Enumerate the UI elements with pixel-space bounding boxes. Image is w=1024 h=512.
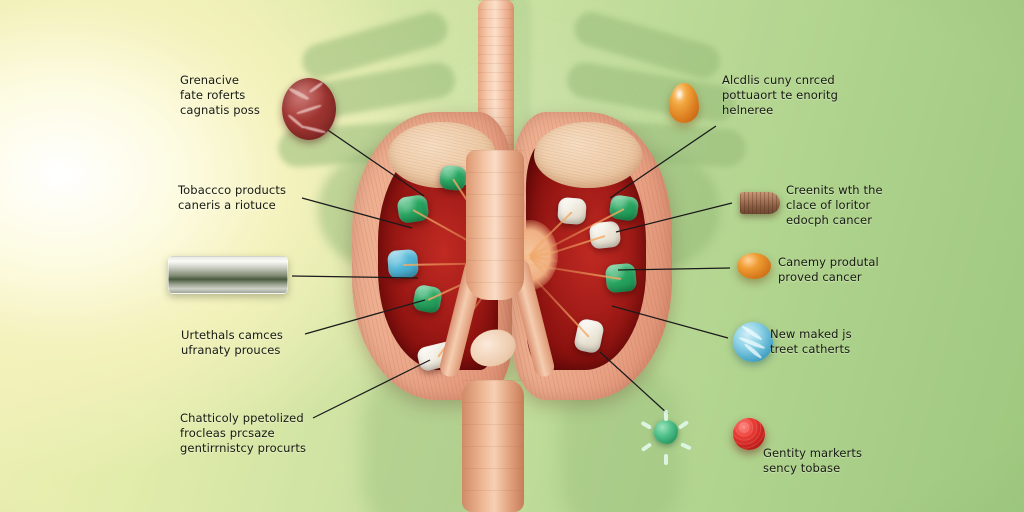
orange-oval-icon [737, 253, 771, 279]
virus-icon [640, 410, 692, 465]
label-tobacco: Tobaccco products caneris a riotuce [178, 183, 286, 213]
leader-urethral [304, 299, 426, 335]
leader-alcohol [609, 125, 717, 199]
leader-tobacco [301, 197, 413, 229]
leader-chemical [312, 359, 431, 419]
label-alcohol: Alcdlis cuny cnrced pottuaort te enoritg… [722, 73, 838, 119]
leader-cigarette [615, 202, 733, 233]
label-top-left: Grenacive fate roferts cagnatis poss [180, 73, 260, 119]
label-chemical: Chatticoly ppetolized frocleas prcsaze g… [180, 411, 306, 457]
label-cigarette: Creenits wth the clace of loritor edocph… [786, 183, 883, 229]
metal-cylinder-icon [168, 256, 288, 294]
blue-cell-icon [733, 322, 773, 362]
leader-proved [617, 267, 731, 271]
leader-genetic [599, 351, 669, 415]
leader-catheters [611, 305, 729, 339]
fat-pad-right [534, 122, 642, 188]
label-catheters: New maked js treet catherts [770, 327, 852, 357]
label-proved: Canemy produtal proved cancer [778, 255, 879, 285]
label-urethral: Urtethals camces ufranaty prouces [181, 328, 283, 358]
leader-cylinder [291, 275, 419, 279]
red-sphere-icon [733, 418, 765, 450]
cigarette-icon [740, 192, 780, 214]
ureter-mid [466, 150, 524, 300]
ureter-lower [462, 380, 524, 512]
orange-drop-icon [669, 83, 699, 123]
label-genetic: Gentity markerts sency tobase [763, 446, 862, 476]
meat-texture-icon [282, 78, 336, 140]
leader-meat [315, 121, 425, 197]
